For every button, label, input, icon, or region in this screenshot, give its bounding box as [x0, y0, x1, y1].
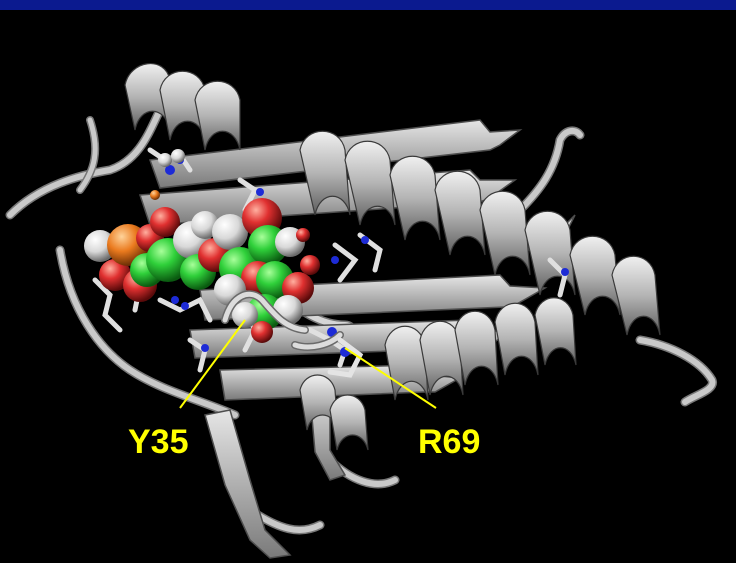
residue-label-r69: R69	[418, 423, 480, 461]
leader-line-y35	[179, 319, 246, 409]
helix-main	[299, 130, 661, 336]
helix-top-left	[124, 63, 241, 151]
leader-lines	[179, 319, 437, 409]
protein-structure-image: Y35 R69	[5, 63, 717, 559]
foreground-loop	[221, 290, 364, 378]
helix-bottom	[299, 374, 369, 451]
structure-viewer: Y35 R69	[0, 10, 736, 563]
top-bar	[0, 0, 736, 10]
residue-label-y35: Y35	[128, 423, 189, 461]
space-filling-ligand-icon	[84, 198, 320, 343]
leader-line-r69	[344, 347, 437, 409]
top-side-chain	[150, 149, 185, 200]
